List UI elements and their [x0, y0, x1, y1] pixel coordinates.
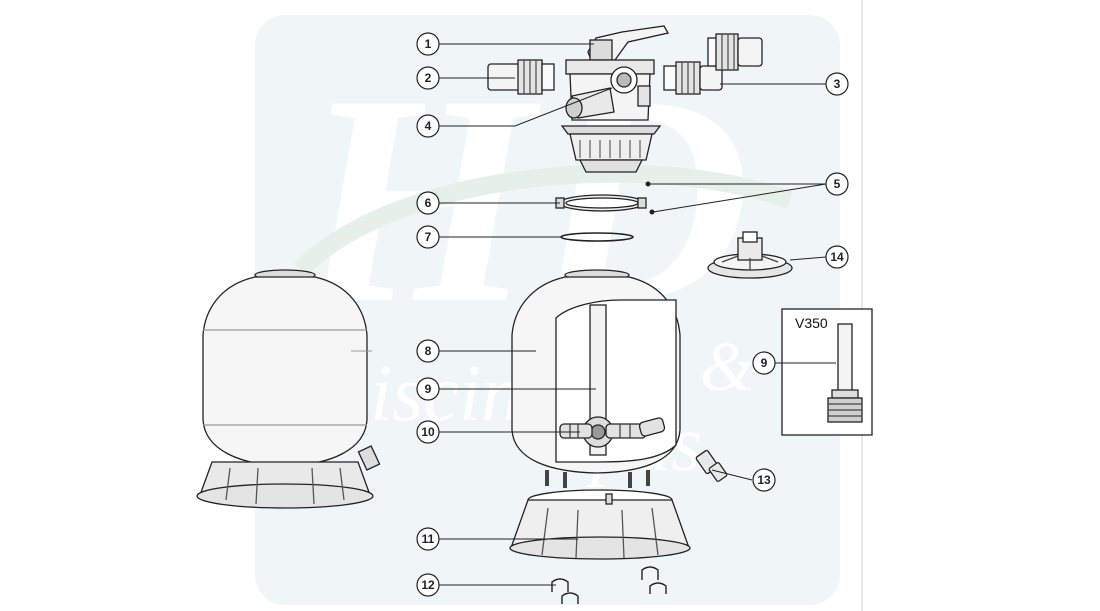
callout-4: 4	[416, 114, 440, 138]
callout-1: 1	[416, 32, 440, 56]
callout-3: 3	[825, 72, 849, 96]
tank-clamp-collar	[555, 194, 647, 212]
clips	[551, 566, 667, 604]
multiport-valve-body	[560, 59, 662, 173]
callout-14: 14	[825, 245, 849, 269]
svg-text:6: 6	[425, 196, 432, 210]
tank-base-stand	[509, 489, 691, 560]
svg-text:2: 2	[425, 71, 432, 85]
callout-9-inset: 9	[752, 351, 776, 375]
filter-tank-left	[196, 269, 381, 509]
o-ring-small-bottom	[649, 209, 655, 215]
callout-11: 11	[416, 527, 440, 551]
callout-5: 5	[825, 172, 849, 196]
leader-lines	[351, 43, 836, 586]
diffuser	[707, 231, 793, 279]
inset-collector-pipe	[827, 323, 863, 423]
svg-text:9: 9	[425, 382, 432, 396]
callout-8: 8	[416, 339, 440, 363]
svg-text:3: 3	[834, 77, 841, 91]
svg-text:13: 13	[757, 473, 771, 487]
callout-6: 6	[416, 191, 440, 215]
o-ring-small-top	[645, 181, 651, 187]
callout-7: 7	[416, 225, 440, 249]
svg-text:12: 12	[421, 578, 435, 592]
svg-text:4: 4	[425, 119, 432, 133]
svg-text:5: 5	[834, 177, 841, 191]
v350-inset: V350	[781, 308, 873, 436]
callout-2: 2	[416, 66, 440, 90]
svg-text:14: 14	[830, 250, 844, 264]
svg-text:10: 10	[421, 425, 435, 439]
svg-text:1: 1	[425, 37, 432, 51]
callout-9: 9	[416, 377, 440, 401]
watermark-line2: &	[700, 329, 755, 406]
callout-13: 13	[752, 468, 776, 492]
callout-10: 10	[416, 420, 440, 444]
filter-tank-cutaway	[511, 269, 681, 488]
union-fitting-right	[663, 33, 763, 95]
svg-text:8: 8	[425, 344, 432, 358]
union-fitting-left	[487, 59, 555, 95]
svg-text:9: 9	[761, 356, 768, 370]
callout-12: 12	[416, 573, 440, 597]
svg-text:11: 11	[422, 532, 435, 546]
inset-title: V350	[795, 315, 828, 331]
svg-text:7: 7	[425, 230, 432, 244]
